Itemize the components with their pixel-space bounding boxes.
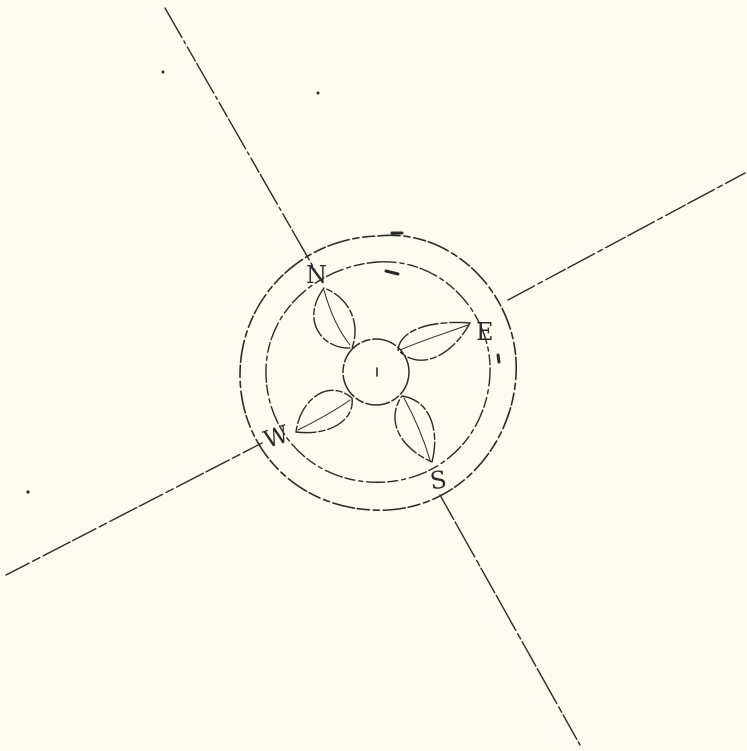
north-axis-line [165, 8, 315, 270]
inner-compass-ring [266, 262, 490, 482]
east-west-axis [6, 173, 745, 575]
compass-petals [296, 288, 470, 462]
ink-speck [317, 92, 320, 95]
west-petal-vein [298, 400, 350, 430]
outer-compass-ring [240, 235, 516, 510]
north-petal-vein [324, 290, 350, 345]
west-axis-line [6, 443, 262, 575]
outer-ring-mark [498, 355, 499, 362]
west-label: W [260, 420, 292, 454]
south-petal [395, 396, 435, 462]
south-axis-line [440, 495, 580, 745]
east-axis-line [508, 173, 745, 300]
north-south-axis [165, 8, 580, 745]
ink-speck [162, 71, 165, 74]
east-petal-vein [400, 325, 468, 350]
compass-center-hub [343, 339, 409, 405]
south-petal-vein [404, 398, 430, 460]
inner-ring-mark [386, 271, 398, 274]
ink-speck [26, 490, 29, 493]
east-label: E [476, 318, 494, 346]
north-label: N [306, 261, 327, 289]
south-label: S [428, 465, 448, 495]
